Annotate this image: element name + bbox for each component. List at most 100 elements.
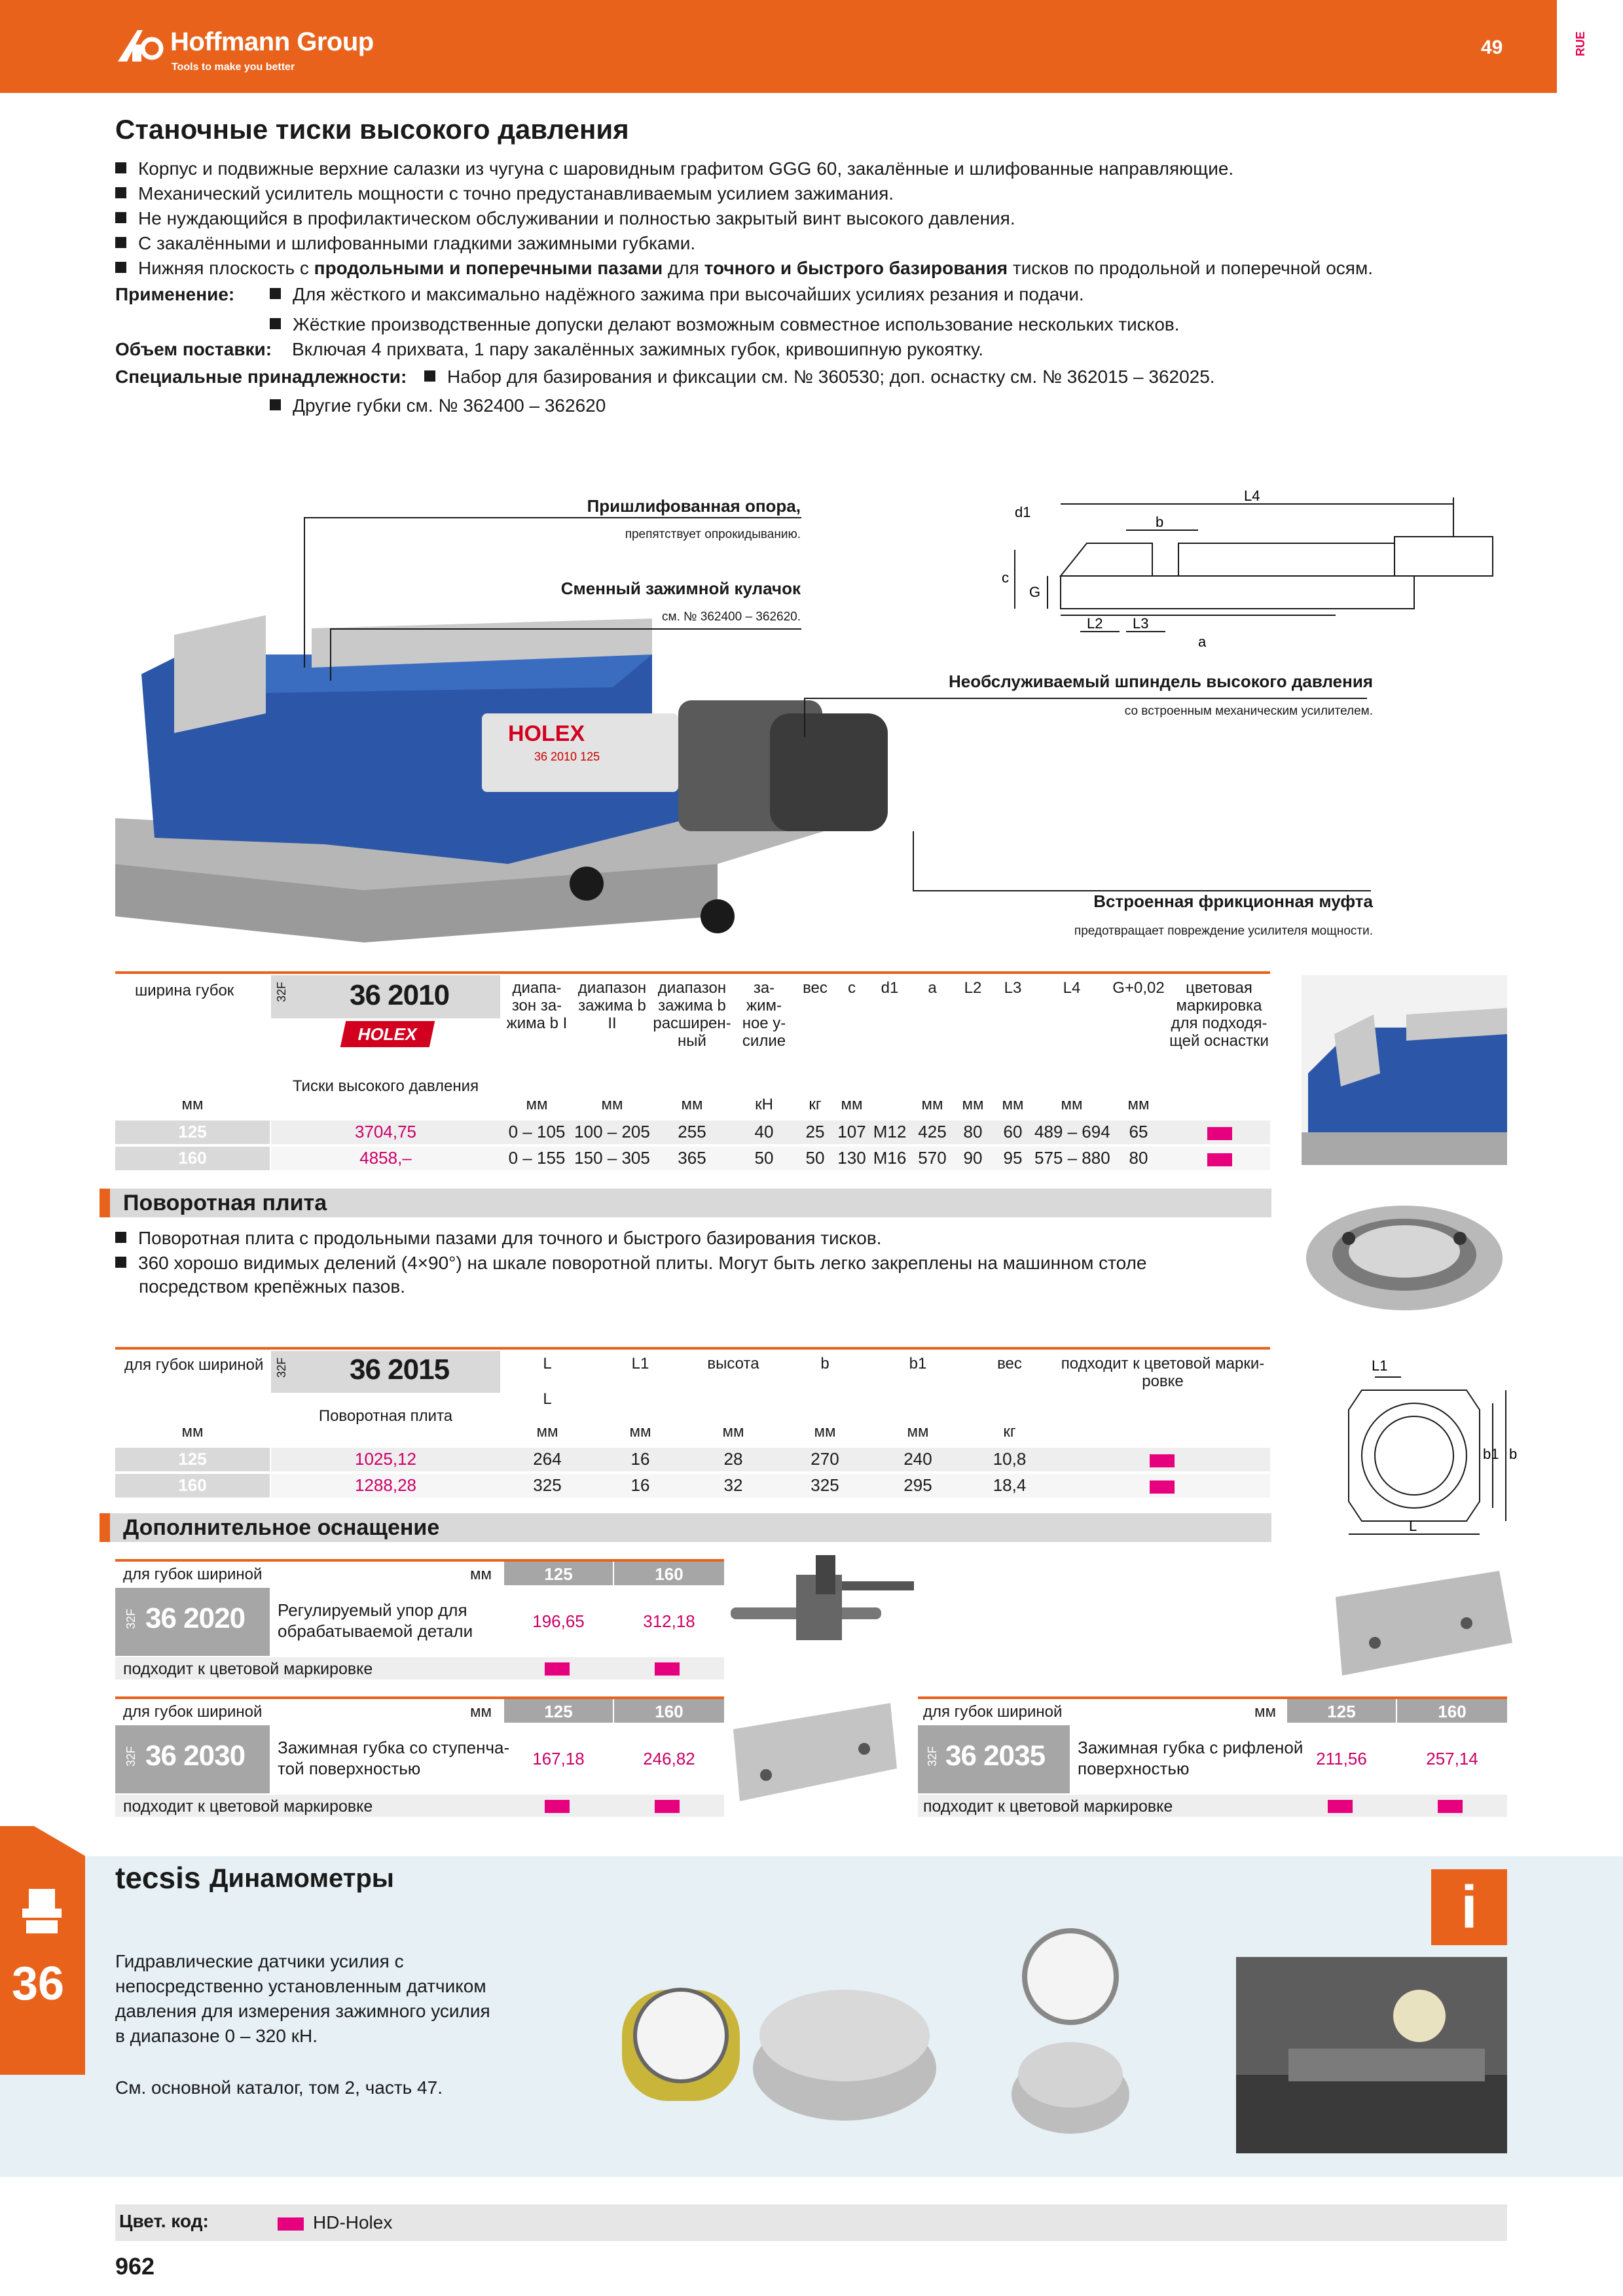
table2-header-0: L L [543, 1355, 552, 1408]
svg-text:L: L [1409, 1518, 1417, 1534]
table1-row1-col9: 95 [1003, 1148, 1023, 1168]
brand-tagline: Tools to make you better [172, 62, 295, 73]
acc2-article-bg [115, 1725, 270, 1793]
table2-row0-price: 1025,12 [355, 1449, 416, 1469]
table1-unit-3: кН [755, 1096, 773, 1113]
table1-row1-col8: 90 [963, 1148, 983, 1168]
callout-2-sub: см. № 362400 – 362620. [662, 610, 801, 624]
acc1-price2: 312,18 [643, 1611, 695, 1631]
table1-header-4: вес [803, 979, 828, 997]
acc1-name: Регулируемый упор для обрабатываемой дет… [278, 1600, 473, 1641]
table1-unit-1: мм [601, 1096, 623, 1113]
acc2-w2: 160 [655, 1702, 684, 1721]
step-jaw-photo [733, 1703, 897, 1801]
vise-photo: HOLEX 36 2010 125 [115, 615, 888, 942]
table1-row0-col7: 425 [918, 1122, 947, 1141]
table2-row0-width: 125 [178, 1449, 207, 1469]
table2-product: Поворотная плита [318, 1407, 453, 1425]
table1-unit-0: мм [526, 1096, 548, 1113]
accessories-label: Специальные принадлежности: [115, 367, 407, 387]
table2-row2-bg [271, 1474, 1270, 1498]
plate-bullet-1: Поворотная плита с продольными пазами дл… [115, 1227, 881, 1250]
vise-thumbnail [1302, 975, 1507, 1165]
table2-unit-3: мм [814, 1423, 836, 1441]
table2-row0-col0: 264 [533, 1449, 562, 1469]
table1-row0-col3: 40 [754, 1122, 774, 1141]
table2-row1-width: 160 [178, 1475, 207, 1495]
acc1-w1: 125 [544, 1564, 573, 1584]
table1-product: Тиски высокого давления [292, 1077, 479, 1095]
vise-brand-text: HOLEX [508, 721, 585, 746]
acc1-article: 36 2020 [145, 1602, 246, 1634]
acc1-w1-bg [504, 1562, 613, 1585]
table2-row0-col5: 10,8 [993, 1449, 1027, 1469]
table2-row2-width-bg [115, 1474, 270, 1498]
section-rotary-plate: Поворотная плита [100, 1189, 1271, 1217]
table2-row0-col4: 240 [903, 1449, 932, 1469]
svg-text:L2: L2 [1087, 615, 1103, 632]
table1-row0-col8: 80 [963, 1122, 983, 1141]
table2-code: 32F [275, 1357, 288, 1378]
serrated-jaw-photo [1336, 1571, 1512, 1676]
acc1-fits-bg [115, 1657, 724, 1679]
acc2-fits: подходит к цветовой маркировке [123, 1797, 373, 1816]
svg-text:L3: L3 [1133, 615, 1148, 632]
svg-text:L4: L4 [1244, 488, 1260, 504]
legend-item: HD-Holex [313, 2212, 393, 2233]
workpiece-stop-photo [731, 1555, 914, 1640]
table1-header-6: d1 [881, 979, 899, 997]
table2-topline [115, 1347, 1270, 1350]
feature-5: Нижняя плоскость с продольными и попереч… [115, 257, 1373, 280]
svg-text:b: b [1509, 1446, 1517, 1462]
page-title: Станочные тиски высокого давления [115, 114, 629, 145]
language-code: RUE [1574, 31, 1587, 57]
callout-line-2v [330, 628, 331, 681]
hoffmann-logo-icon [118, 30, 164, 62]
table1-unit-7: мм [921, 1096, 943, 1113]
acc3-mark2 [1438, 1800, 1463, 1813]
table1-row2-bg [271, 1147, 1270, 1170]
table1-row1-col6: M16 [873, 1148, 907, 1168]
acc3-w1: 125 [1327, 1702, 1356, 1721]
table1-row1-col11: 80 [1129, 1148, 1148, 1168]
table1-row0-col10: 489 – 694 [1034, 1122, 1110, 1141]
table2-unit-width: мм [181, 1423, 204, 1441]
acc1-topline [115, 1559, 724, 1562]
callout-1-sub: препятствует опрокидыванию. [625, 528, 801, 541]
svg-text:G: G [1029, 584, 1040, 600]
table1-row1-col2: 365 [678, 1148, 706, 1168]
table1-header-0: диапа- зон за- жима b I [506, 979, 568, 1032]
tecsis-text: Гидравлические датчики усилия с непосред… [115, 1951, 490, 2046]
table1-row0-col0: 0 – 105 [508, 1122, 566, 1141]
svg-text:c: c [1002, 569, 1009, 586]
acc2-w1: 125 [544, 1702, 573, 1721]
table2-row1-width-bg [115, 1448, 270, 1471]
table1-row0-col1: 100 – 205 [574, 1122, 650, 1141]
acc2-w2-bg [614, 1699, 724, 1723]
table2-row0-col3: 270 [811, 1449, 839, 1469]
tecsis-ref: См. основной каталог, том 2, часть 47. [115, 2077, 443, 2098]
acc1-for-width: для губок шириной [123, 1566, 263, 1583]
acc1-w2: 160 [655, 1564, 684, 1584]
table2-row0-mark [1150, 1454, 1175, 1467]
table1-header-11: G+0,02 [1112, 979, 1165, 997]
callout-line-1v [304, 517, 305, 668]
table1-row0-col11: 65 [1129, 1122, 1148, 1141]
acc3-name: Зажимная губка с рифленой поверхностью [1078, 1738, 1304, 1778]
acc3-w2: 160 [1438, 1702, 1467, 1721]
callout-line-4v [913, 831, 914, 890]
acc3-fits-bg [918, 1795, 1507, 1817]
gauge-sensor-photo [1012, 1928, 1129, 2134]
table2-row1-col0: 325 [533, 1475, 562, 1495]
table1-row0-width: 125 [178, 1122, 207, 1141]
tecsis-logo: tecsis [115, 1860, 200, 1895]
chapter-number: 36 [12, 1958, 65, 2010]
callout-line-3v [804, 698, 805, 737]
acc2-fits-bg [115, 1795, 724, 1817]
acc3-w1-bg [1287, 1699, 1396, 1723]
table2-row1-col1: 16 [630, 1475, 650, 1495]
feature-2: Механический усилитель мощности с точно … [115, 182, 894, 206]
table1-row1-col4: 50 [805, 1148, 825, 1168]
table1-header-1: диапазон зажима b II [577, 979, 647, 1032]
callout-3-sub: со встроенным механическим усилителем. [1124, 704, 1373, 718]
